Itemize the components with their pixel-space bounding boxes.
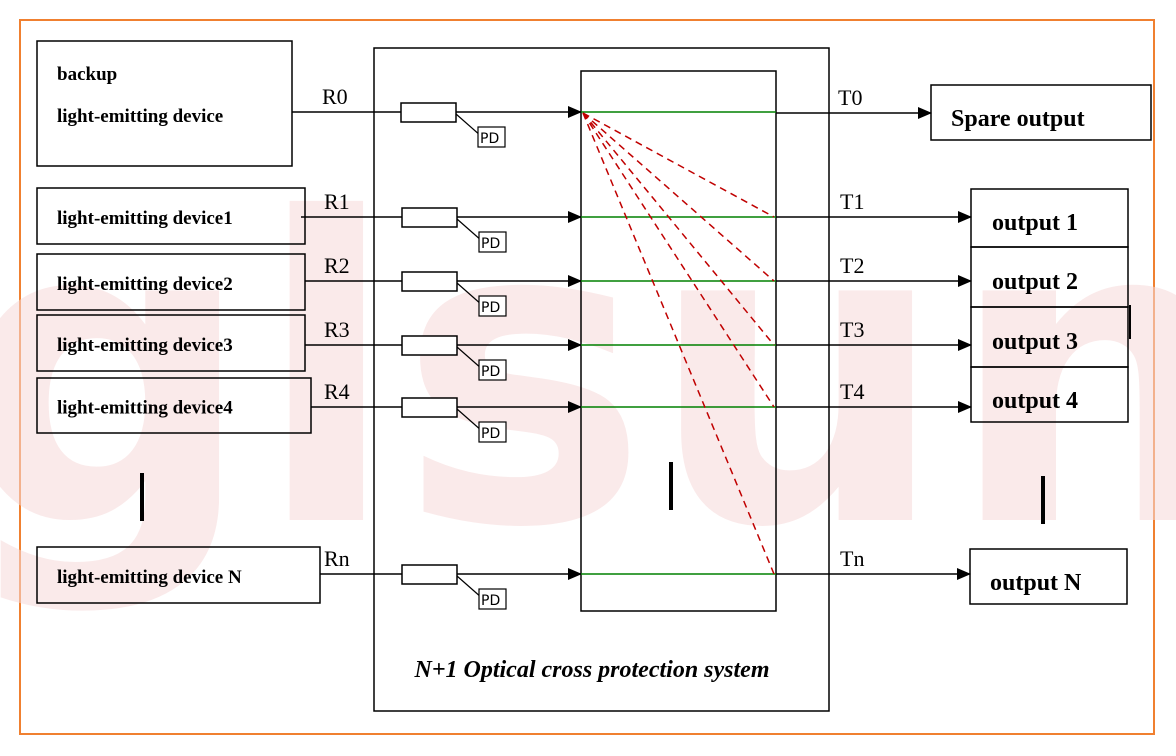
photodiode bbox=[478, 359, 507, 381]
pd-tap-line bbox=[456, 282, 483, 306]
device-box bbox=[36, 546, 321, 604]
output-box bbox=[970, 366, 1129, 423]
backup-device-label-line2: light-emitting device bbox=[57, 106, 223, 127]
backup-output-label: T0 bbox=[838, 85, 862, 110]
output-box-label: output 3 bbox=[992, 329, 1078, 355]
output-label: T2 bbox=[840, 253, 864, 278]
device-label: light-emitting device N bbox=[57, 567, 242, 588]
protection-path bbox=[582, 112, 775, 282]
device-box bbox=[36, 314, 306, 372]
ellipsis-bar-devices bbox=[140, 473, 144, 521]
input-label: R2 bbox=[324, 253, 350, 278]
output-label: T4 bbox=[840, 379, 864, 404]
ellipsis-bar-matrix bbox=[669, 462, 673, 510]
pd-tap-line bbox=[456, 575, 483, 599]
pd-tap-line bbox=[456, 408, 483, 432]
photodiode bbox=[477, 126, 506, 148]
device-box bbox=[36, 377, 312, 434]
pd-label: PD bbox=[481, 364, 500, 380]
device-label: light-emitting device4 bbox=[57, 398, 233, 419]
coupler bbox=[400, 102, 457, 123]
protection-path bbox=[582, 112, 775, 408]
device-label: light-emitting device2 bbox=[57, 274, 233, 295]
pd-tap-line bbox=[456, 218, 483, 242]
coupler bbox=[401, 397, 458, 418]
pd-label: PD bbox=[481, 593, 500, 609]
coupler bbox=[401, 335, 458, 356]
photodiode bbox=[478, 588, 507, 610]
output-label: T1 bbox=[840, 189, 864, 214]
device-label: light-emitting device3 bbox=[57, 335, 233, 356]
pd-tap-line bbox=[456, 346, 483, 370]
coupler bbox=[401, 207, 458, 228]
device-box bbox=[36, 253, 306, 311]
device-label: light-emitting device1 bbox=[57, 208, 233, 229]
ellipsis-bar-outputs bbox=[1041, 476, 1045, 524]
input-label: R4 bbox=[324, 379, 350, 404]
pd-label: PD bbox=[480, 131, 499, 147]
input-label: R3 bbox=[324, 317, 350, 342]
outer-frame bbox=[19, 19, 1155, 735]
spare-output-box bbox=[930, 84, 1152, 141]
protection-system-box bbox=[373, 47, 830, 712]
backup-device-box bbox=[36, 40, 293, 167]
output-label: T3 bbox=[840, 317, 864, 342]
device-box bbox=[36, 187, 306, 245]
input-label: Rn bbox=[324, 546, 350, 571]
protection-path bbox=[582, 112, 775, 218]
output-box-label: output 1 bbox=[992, 210, 1078, 236]
pd-label: PD bbox=[481, 300, 500, 316]
photodiode bbox=[478, 295, 507, 317]
system-label: N+1 Optical cross protection system bbox=[414, 657, 770, 683]
coupler bbox=[401, 271, 458, 292]
input-label: R1 bbox=[324, 189, 350, 214]
protection-path bbox=[582, 112, 775, 346]
spare-output-label: Spare output bbox=[951, 106, 1085, 132]
pd-tap-line bbox=[455, 113, 482, 137]
photodiode bbox=[478, 231, 507, 253]
watermark: glsun bbox=[0, 131, 1176, 620]
pd-label: PD bbox=[481, 426, 500, 442]
coupler bbox=[401, 564, 458, 585]
backup-input-label: R0 bbox=[322, 84, 348, 109]
output-box bbox=[969, 548, 1128, 605]
protection-paths bbox=[582, 112, 775, 575]
photodiode bbox=[478, 421, 507, 443]
output-box-label: output 4 bbox=[992, 388, 1078, 414]
output-box-label: output N bbox=[990, 570, 1082, 596]
backup-device-label-line1: backup bbox=[57, 64, 117, 85]
output-label: Tn bbox=[840, 546, 864, 571]
output-box-label: output 2 bbox=[992, 269, 1078, 295]
pd-label: PD bbox=[481, 236, 500, 252]
